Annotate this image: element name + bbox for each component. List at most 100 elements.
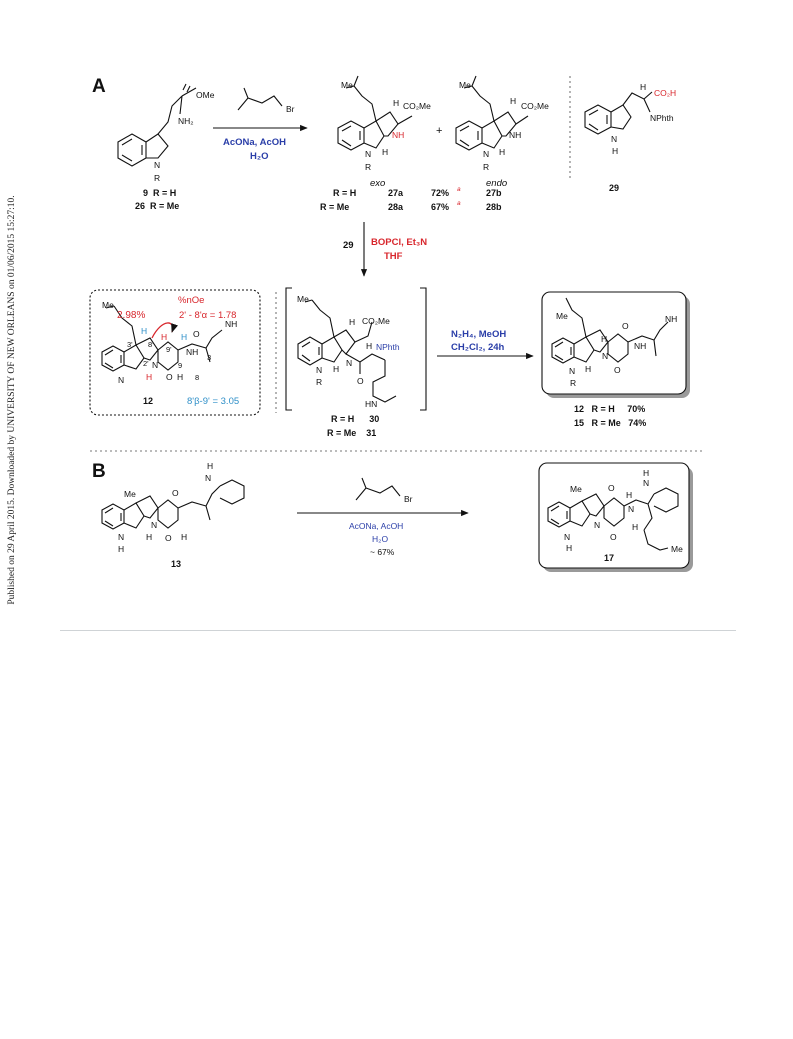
int-h2: H <box>333 364 339 374</box>
p17-me: Me <box>570 484 582 494</box>
b13-hh: H <box>146 532 152 542</box>
int-nphth: NPhth <box>376 342 400 352</box>
b13-o2: O <box>165 533 172 543</box>
sm-ester: OMe <box>196 90 215 100</box>
reagent1-line2: H₂O <box>250 151 268 162</box>
p12-noe-val: 2' - 8'α = 1.78 <box>179 310 236 321</box>
p12-o2: O <box>166 372 173 382</box>
final-me: Me <box>556 311 568 321</box>
reagent1-line1: AcONa, AcOH <box>223 137 286 148</box>
aa-h: H <box>640 82 646 92</box>
int-h3: H <box>366 341 372 351</box>
exo-nh: NH <box>392 130 404 140</box>
p12-nh-indole: NH <box>225 319 237 329</box>
p12-l3p: 3' <box>127 340 133 349</box>
endo-h2: H <box>499 147 505 157</box>
exo-caption: exo <box>370 178 385 189</box>
p12-l9p: 9' <box>166 345 172 354</box>
product-17-structure <box>547 487 679 551</box>
exo-n: N <box>365 149 371 159</box>
endo-product-structure <box>455 75 529 151</box>
exo-co2me: CO₂Me <box>403 101 431 111</box>
table-rh: R = H <box>333 188 356 198</box>
int-n: N <box>316 365 322 375</box>
final-product-box <box>541 291 687 395</box>
step3-line1: N₂H₄, MeOH <box>451 329 506 340</box>
int-n2: N <box>346 358 352 368</box>
p17-hn: N <box>564 532 570 542</box>
page-rule <box>60 630 736 631</box>
final-o2: O <box>614 365 621 375</box>
p12-o1: O <box>193 329 200 339</box>
final-nh: NH <box>634 341 646 351</box>
reaction-scheme: A OMe NH₂ N R 9 R = H 26 R = Me Br AcONa… <box>89 75 704 572</box>
table-sup-a2: a <box>457 200 461 207</box>
aa-nh: N <box>611 134 617 144</box>
final-h2: H <box>585 364 591 374</box>
b13-me: Me <box>124 489 136 499</box>
final-r: R <box>570 378 576 388</box>
table-27a: 27a <box>388 188 404 198</box>
p17-label: 17 <box>604 553 614 563</box>
product-12-noe-structure <box>101 305 223 372</box>
b13-label: 13 <box>171 559 181 569</box>
panel-a-letter: A <box>92 76 106 97</box>
int-r: R <box>316 377 322 387</box>
int-label-30: R = H 30 <box>331 414 379 424</box>
product-17-box <box>538 462 690 569</box>
table-28a: 28a <box>388 202 404 212</box>
aa-co2h: CO₂H <box>654 88 676 98</box>
p12-n1: N <box>152 360 158 370</box>
sm-indole-n: N <box>154 160 160 170</box>
p17-h4: H <box>632 522 638 532</box>
aa-nphth: NPhth <box>650 113 674 123</box>
final-nh2: NH <box>665 314 677 324</box>
noe-arrow <box>151 322 179 339</box>
b-reagent-line1: AcONa, AcOH <box>349 521 403 531</box>
tryptophan-ester-structure <box>117 83 197 167</box>
p17-me2: Me <box>671 544 683 554</box>
reagent1-br: Br <box>286 104 295 114</box>
step2-line1: BOPCl, Et₃N <box>371 237 427 248</box>
exo-r: R <box>365 162 371 172</box>
p12-label: 12 <box>143 396 153 406</box>
endo-me: Me <box>459 80 471 90</box>
table-yield-27a: 72% <box>431 188 449 198</box>
exo-product-structure <box>337 75 413 151</box>
exo-h2: H <box>382 147 388 157</box>
endo-co2me: CO₂Me <box>521 101 549 111</box>
intermediate-structure <box>297 299 397 403</box>
bracket-left <box>285 287 292 411</box>
p12-h2: H <box>161 332 167 342</box>
b13-nh: N <box>205 473 211 483</box>
p17-n2: N <box>594 520 600 530</box>
p12-n2: N <box>118 375 124 385</box>
p12-h1: H <box>141 326 147 336</box>
final-n2: N <box>569 366 575 376</box>
p17-h3: H <box>566 543 572 553</box>
p12-h5: H <box>177 372 183 382</box>
b13-h3: H <box>118 544 124 554</box>
p17-h1: H <box>626 490 632 500</box>
bracket-right <box>420 287 427 411</box>
int-h: H <box>349 317 355 327</box>
int-hn: HN <box>365 399 377 409</box>
table-27b: 27b <box>486 188 502 198</box>
prenyl-bromide-b-structure <box>355 477 401 501</box>
b13-o1: O <box>172 488 179 498</box>
final-n: N <box>602 351 608 361</box>
sm-r: R <box>154 173 160 183</box>
b13-h2: H <box>181 532 187 542</box>
p17-h2: H <box>643 468 649 478</box>
p12-l2p: 2' <box>143 359 149 368</box>
b-reagent-line2: H₂O <box>372 534 388 544</box>
b13-nhb: N <box>118 532 124 542</box>
table-28b: 28b <box>486 202 502 212</box>
b13-h: H <box>207 461 213 471</box>
endo-caption: endo <box>486 178 507 189</box>
exo-me: Me <box>341 80 353 90</box>
step2-line2: THF <box>384 251 403 262</box>
aa-h2: H <box>612 146 618 156</box>
panel-b-letter: B <box>92 461 106 482</box>
p12-nh: NH <box>186 347 198 357</box>
